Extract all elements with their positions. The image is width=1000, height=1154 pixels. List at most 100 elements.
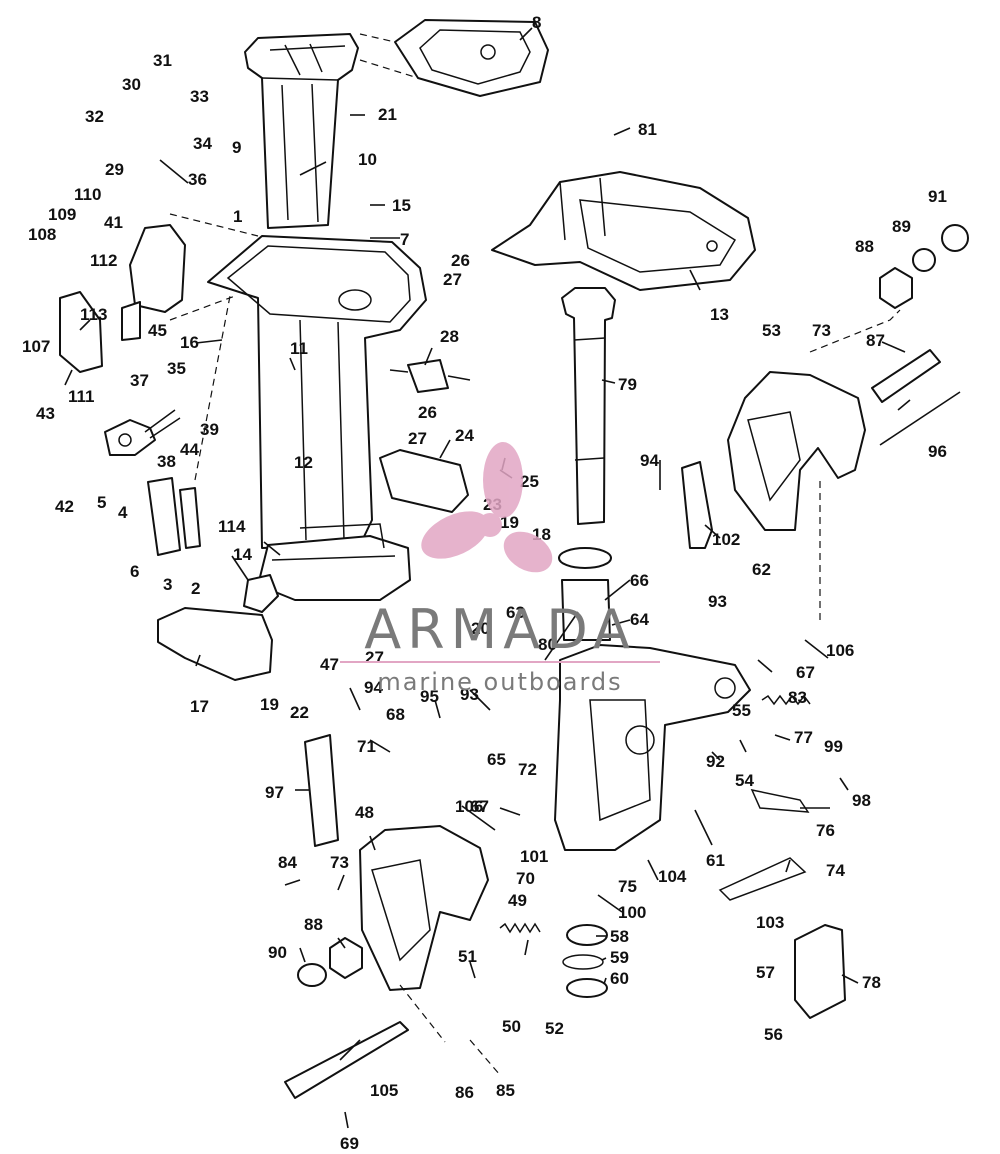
callout-17: 17 xyxy=(190,697,209,716)
callout-44: 44 xyxy=(180,440,199,459)
callout-38: 38 xyxy=(157,452,176,471)
spacer-plate-part xyxy=(179,487,201,549)
callout-106a: 106 xyxy=(826,641,854,660)
callout-107: 107 xyxy=(22,337,50,356)
callout-59: 59 xyxy=(610,948,629,967)
callout-71: 71 xyxy=(357,737,376,756)
watermark-tagline: marine outboards xyxy=(377,668,622,696)
shift-plate-part xyxy=(129,224,186,313)
callout-8: 8 xyxy=(532,13,541,32)
callout-36: 36 xyxy=(188,170,207,189)
callout-111: 111 xyxy=(68,387,95,406)
callout-27a: 27 xyxy=(443,270,462,289)
callout-1: 1 xyxy=(233,207,242,226)
callout-65: 65 xyxy=(487,750,506,769)
cover-plate-part xyxy=(59,291,103,373)
callout-114: 114 xyxy=(218,517,246,536)
callout-75: 75 xyxy=(618,877,637,896)
tilt-tube-part xyxy=(871,349,941,403)
callout-22: 22 xyxy=(290,703,309,722)
spring-49-part xyxy=(499,922,541,934)
callout-29: 29 xyxy=(105,160,124,179)
callout-72: 72 xyxy=(518,760,537,779)
callout-89: 89 xyxy=(892,217,911,236)
callout-84: 84 xyxy=(278,853,297,872)
callout-88b: 88 xyxy=(304,915,323,934)
callout-80: 80 xyxy=(538,635,557,654)
callout-91: 91 xyxy=(928,187,947,206)
callout-43: 43 xyxy=(36,404,55,423)
callout-54: 54 xyxy=(735,771,754,790)
callout-31: 31 xyxy=(153,51,172,70)
callout-68: 68 xyxy=(386,705,405,724)
swivel-bushing-part xyxy=(561,579,611,641)
callout-106b: 106 xyxy=(455,797,483,816)
callout-108: 108 xyxy=(28,225,56,244)
callout-55: 55 xyxy=(732,701,751,720)
plug-cap-part xyxy=(243,574,279,613)
watermark-brand: ARMADA xyxy=(364,598,636,661)
callout-14: 14 xyxy=(233,545,252,564)
callout-2: 2 xyxy=(191,579,200,598)
callout-6: 6 xyxy=(130,562,139,581)
callout-67a: 67 xyxy=(796,663,815,682)
callout-52: 52 xyxy=(545,1019,564,1038)
tilt-pin-part xyxy=(879,391,961,446)
cap-90-part xyxy=(297,963,327,987)
callout-93a: 93 xyxy=(708,592,727,611)
callout-16: 16 xyxy=(180,333,199,352)
locknut-88b-part xyxy=(329,937,363,979)
callout-102: 102 xyxy=(712,530,740,549)
callout-28: 28 xyxy=(440,327,459,346)
callout-85: 85 xyxy=(496,1081,515,1100)
callout-94a: 94 xyxy=(640,451,659,470)
lower-mount-housing-part xyxy=(379,449,469,513)
left-tilt-plate-part xyxy=(304,734,339,847)
callout-98: 98 xyxy=(852,791,871,810)
locknut-88-part xyxy=(879,267,913,309)
callout-74: 74 xyxy=(826,861,845,880)
steering-shaft-part xyxy=(561,287,616,525)
callout-20: 20 xyxy=(471,619,490,638)
callout-42: 42 xyxy=(55,497,74,516)
callout-26a: 26 xyxy=(451,251,470,270)
callout-61: 61 xyxy=(706,851,725,870)
callout-103: 103 xyxy=(756,913,784,932)
callout-13: 13 xyxy=(710,305,729,324)
callout-37: 37 xyxy=(130,371,149,390)
callout-4: 4 xyxy=(118,503,128,522)
shift-lever-part xyxy=(104,409,181,456)
callout-96: 96 xyxy=(928,442,947,461)
callout-97: 97 xyxy=(265,783,284,802)
bushing-60-part xyxy=(566,978,608,998)
right-tilt-plate-part xyxy=(681,461,713,549)
callout-112: 112 xyxy=(90,251,117,270)
callout-73a: 73 xyxy=(812,321,831,340)
retainer-plate-part xyxy=(147,477,181,556)
callout-27b: 27 xyxy=(408,429,427,448)
stern-bracket-left-part xyxy=(359,825,489,991)
callout-99: 99 xyxy=(824,737,843,756)
callout-7: 7 xyxy=(400,230,409,249)
clamp-bracket-part xyxy=(794,924,846,1019)
callout-15: 15 xyxy=(392,196,411,215)
callout-11: 11 xyxy=(290,339,308,358)
callout-63: 63 xyxy=(506,603,525,622)
clamp-58-part xyxy=(566,924,608,946)
callout-76: 76 xyxy=(816,821,835,840)
callout-30: 30 xyxy=(122,75,141,94)
callout-64: 64 xyxy=(630,610,649,629)
callout-92: 92 xyxy=(706,752,725,771)
callout-51: 51 xyxy=(458,947,477,966)
armada-watermark: ARMADA marine outboards xyxy=(340,442,660,696)
callout-70: 70 xyxy=(516,869,535,888)
callout-105: 105 xyxy=(370,1081,398,1100)
callout-69: 69 xyxy=(340,1134,359,1153)
callout-79: 79 xyxy=(618,375,637,394)
callout-88a: 88 xyxy=(855,237,874,256)
callout-33: 33 xyxy=(190,87,209,106)
callout-62: 62 xyxy=(752,560,771,579)
gasket-part xyxy=(394,19,549,97)
rubber-mount-part xyxy=(389,359,471,393)
